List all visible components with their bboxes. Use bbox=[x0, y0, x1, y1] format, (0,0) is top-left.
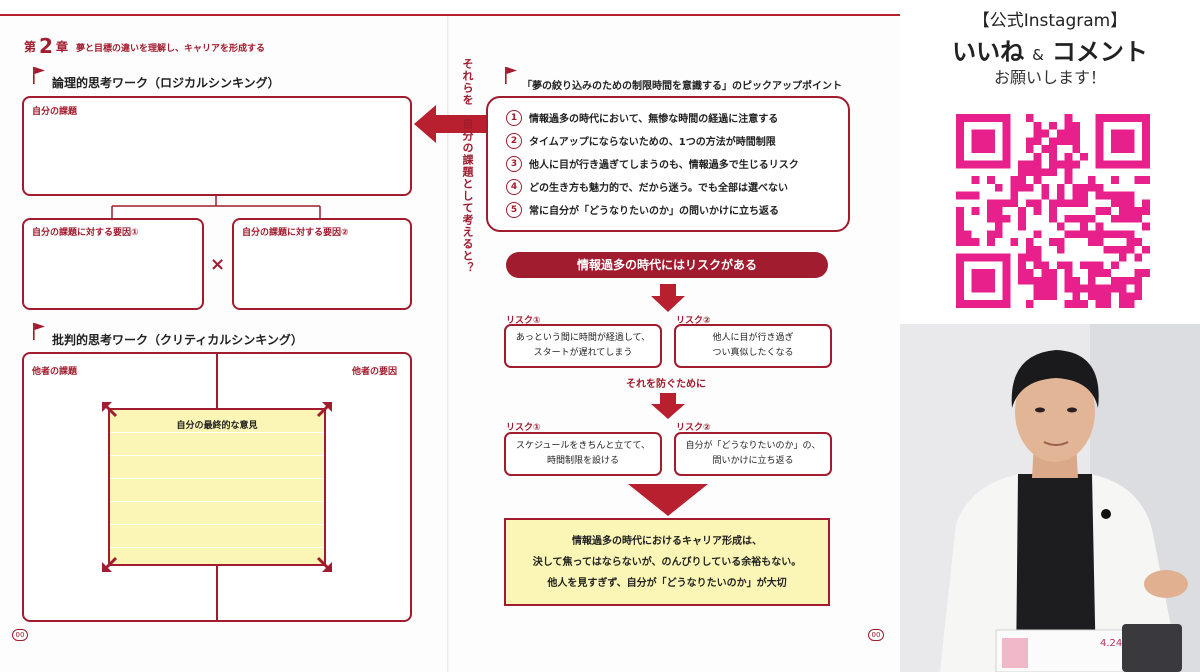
conclusion-line: 他人を見すぎず、自分が「どうなりたいのか」が大切 bbox=[547, 577, 787, 589]
conclusion-line: 情報過多の時代におけるキャリア形成は、 bbox=[572, 535, 762, 547]
others-issue-label: 他者の課題 bbox=[32, 367, 78, 377]
risk1-box: あっという間に時間が経過して、 スタートが遅れてしまう bbox=[504, 324, 662, 368]
critical-thinking-title: 批判的思考ワーク（クリティカルシンキング） bbox=[52, 333, 303, 347]
logical-thinking-title: 論理的思考ワーク（ロジカルシンキング） bbox=[52, 76, 280, 90]
point-number: 4 bbox=[506, 178, 522, 195]
factor1-label: 自分の課題に対する要因① bbox=[32, 228, 139, 238]
pickup-point: 1 情報過多の時代において、無惨な時間の経過に注意する bbox=[506, 106, 799, 129]
corner-arrows bbox=[102, 402, 332, 572]
point-text: タイムアップにならないための、1つの方法が時間制限 bbox=[529, 137, 776, 148]
own-issue-label: 自分の課題 bbox=[32, 107, 78, 117]
risk2-label: リスク② bbox=[676, 423, 711, 433]
own-issue-box[interactable] bbox=[22, 96, 412, 196]
risk-banner: 情報過多の時代にはリスクがある bbox=[506, 252, 828, 278]
connector-lines bbox=[111, 196, 321, 218]
like-text: いいね bbox=[952, 38, 1025, 66]
conclusion-box: 情報過多の時代におけるキャリア形成は、 決して焦ってはならないが、のんびりしてい… bbox=[504, 518, 830, 606]
risk1-label: リスク① bbox=[506, 423, 541, 433]
point-text: どの生き方も魅力的で、だから迷う。でも全部は選べない bbox=[529, 183, 788, 194]
pickup-point: 3 他人に目が行き過ぎてしまうのも、情報過多で生じるリスク bbox=[506, 152, 799, 175]
vertical-question: それらを 自分の課題として考えると？ bbox=[461, 58, 474, 274]
pickup-point: 5 常に自分が「どうなりたいのか」の問いかけに立ち返る bbox=[506, 198, 799, 221]
times-symbol: × bbox=[210, 254, 226, 275]
chapter-title: 夢と目標の違いを理解し、キャリアを形成する bbox=[75, 44, 265, 54]
point-text: 情報過多の時代において、無惨な時間の経過に注意する bbox=[529, 114, 779, 125]
instagram-title: 【公式Instagram】 bbox=[972, 11, 1128, 31]
down-arrow-icon bbox=[651, 284, 685, 312]
risk2-label: リスク② bbox=[676, 316, 711, 326]
top-rule bbox=[0, 14, 900, 16]
others-factor-label: 他者の要因 bbox=[352, 367, 398, 377]
risk1-text: スタートが遅れてしまう bbox=[533, 348, 633, 358]
solution1-box: スケジュールをきちんと立てて、 時間制限を設ける bbox=[504, 432, 662, 476]
point-text: 他人に目が行き過ぎてしまうのも、情報過多で生じるリスク bbox=[529, 160, 799, 171]
flag-icon bbox=[33, 67, 45, 84]
pickup-points-box bbox=[486, 96, 850, 232]
point-number: 2 bbox=[506, 132, 522, 149]
factor2-box[interactable] bbox=[232, 218, 412, 310]
presenter-video: 4.24 bbox=[900, 324, 1200, 672]
qr-code-icon[interactable] bbox=[956, 114, 1150, 308]
request-text: お願いします！ bbox=[993, 68, 1106, 87]
solution2-box: 自分が「どうなりたいのか」の、 問いかけに立ち返る bbox=[674, 432, 832, 476]
right-page-number: 00 bbox=[868, 629, 884, 641]
final-opinion-label: 自分の最終的な意見 bbox=[176, 421, 258, 431]
point-number: 3 bbox=[506, 155, 522, 172]
factor2-label: 自分の課題に対する要因② bbox=[242, 228, 349, 238]
comment-text: コメント bbox=[1051, 38, 1148, 66]
risk2-box: 他人に目が行き過ぎ つい真似したくなる bbox=[674, 324, 832, 368]
prevent-text: それを防ぐために bbox=[626, 379, 706, 390]
left-arrow-icon bbox=[414, 105, 490, 143]
risk1-label: リスク① bbox=[506, 316, 541, 326]
down-arrow-icon bbox=[651, 393, 685, 419]
presenter-figure: 4.24 bbox=[900, 324, 1200, 672]
chapter-prefix: 第 bbox=[24, 40, 37, 54]
risk1-text: あっという間に時間が経過して、 bbox=[515, 333, 651, 343]
big-down-arrow-icon bbox=[628, 484, 708, 516]
point-text: 常に自分が「どうなりたいのか」の問いかけに立ち返る bbox=[529, 206, 779, 217]
solution1-text: スケジュールをきちんと立てて、 bbox=[516, 441, 650, 451]
chapter-suffix: 章 bbox=[55, 40, 68, 54]
like-comment-line: いいね&コメント bbox=[900, 32, 1200, 67]
risk2-text: 他人に目が行き過ぎ bbox=[712, 333, 794, 343]
flag-icon bbox=[33, 323, 45, 340]
conclusion-line: 決して焦ってはならないが、のんびりしている余裕もない。 bbox=[532, 556, 802, 568]
flag-icon bbox=[505, 67, 517, 84]
chapter-number: 2 bbox=[39, 34, 53, 58]
risk2-text: つい真似したくなる bbox=[712, 348, 794, 358]
left-page-number: 00 bbox=[12, 629, 28, 641]
point-number: 5 bbox=[506, 201, 522, 218]
solution1-text: 時間制限を設ける bbox=[546, 456, 619, 466]
paper-text: 4.24 bbox=[1100, 638, 1122, 649]
pickup-points-list: 1 情報過多の時代において、無惨な時間の経過に注意する 2 タイムアップにならないた… bbox=[506, 106, 799, 221]
pickup-point: 4 どの生き方も魅力的で、だから迷う。でも全部は選べない bbox=[506, 175, 799, 198]
pickup-title: 「夢の絞り込みのための制限時間を意識する」のピックアップポイント bbox=[522, 81, 842, 92]
ampersand: & bbox=[1032, 46, 1044, 64]
point-number: 1 bbox=[506, 109, 522, 126]
solution2-text: 自分が「どうなりたいのか」の、 bbox=[685, 441, 821, 451]
pickup-point: 2 タイムアップにならないための、1つの方法が時間制限 bbox=[506, 129, 799, 152]
solution2-text: 問いかけに立ち返る bbox=[712, 456, 794, 466]
book-gutter bbox=[447, 16, 449, 672]
final-opinion-note[interactable] bbox=[108, 408, 326, 566]
factor1-box[interactable] bbox=[22, 218, 204, 310]
